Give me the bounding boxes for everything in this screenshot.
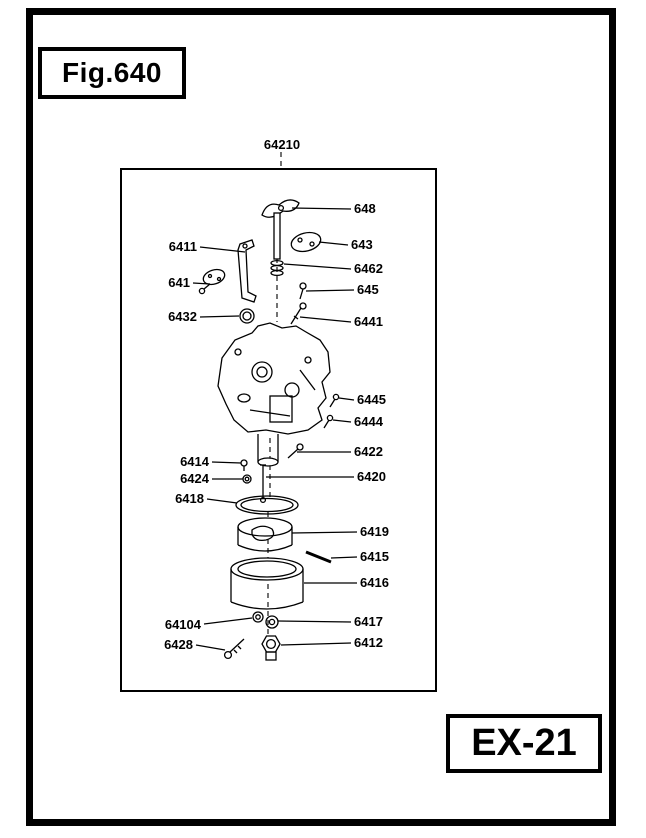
part-label-6411: 6411 [168,239,197,254]
assembly-part-label: 64210 [263,137,301,152]
part-drawing-64104 [252,611,264,623]
part-drawing-648 [261,199,300,260]
part-drawing-6462 [270,259,284,277]
part-label-6414: 6414 [180,454,209,469]
part-label-6441: 6441 [354,314,383,329]
part-label-6418: 6418 [175,491,204,506]
part-label-6420: 6420 [357,469,386,484]
part-label-6428: 6428 [164,637,193,652]
part-drawing-6424 [242,474,252,484]
part-label-648: 648 [354,201,376,216]
part-label-6422: 6422 [354,444,383,459]
part-label-6416: 6416 [360,575,389,590]
part-label-6432: 6432 [168,309,197,324]
part-drawing-6420 [259,464,267,504]
part-label-6412: 6412 [354,635,383,650]
part-label-6445: 6445 [357,392,386,407]
part-drawing-6444 [323,414,334,429]
part-drawing-641 [198,268,226,295]
part-drawing-6422 [287,443,304,459]
part-drawing-6428 [223,638,245,660]
part-drawing-6417 [265,615,279,629]
part-drawing-6432 [239,308,255,324]
part-label-643: 643 [351,237,373,252]
part-label-6444: 6444 [354,414,383,429]
part-drawing-6445 [329,393,340,408]
part-label-6424: 6424 [180,471,209,486]
part-drawing-6418 [235,495,299,515]
part-label-64104: 64104 [164,617,201,632]
figure-number-label: Fig.640 [62,57,162,88]
part-label-6419: 6419 [360,524,389,539]
part-label-6417: 6417 [354,614,383,629]
figure-number-box: Fig.640 [38,47,186,99]
part-drawing-6441 [290,302,307,325]
page-code-label: EX-21 [471,722,577,764]
part-drawing-6415 [305,550,332,564]
part-label-641: 641 [168,275,190,290]
part-label-6415: 6415 [360,549,389,564]
part-drawing-6419 [237,517,293,552]
page-border [26,8,616,826]
part-label-645: 645 [357,282,379,297]
leader-lines [192,207,358,651]
part-label-6462: 6462 [354,261,383,276]
page-code-box: EX-21 [446,714,602,773]
part-drawing-6414 [240,459,248,471]
part-drawing-6412 [261,635,281,661]
part-drawing-643 [290,231,322,253]
part-drawing-6411 [237,239,257,303]
part-drawing-6416 [230,557,304,610]
part-drawing-645 [299,282,307,300]
carburetor-body-drawing [217,322,331,467]
